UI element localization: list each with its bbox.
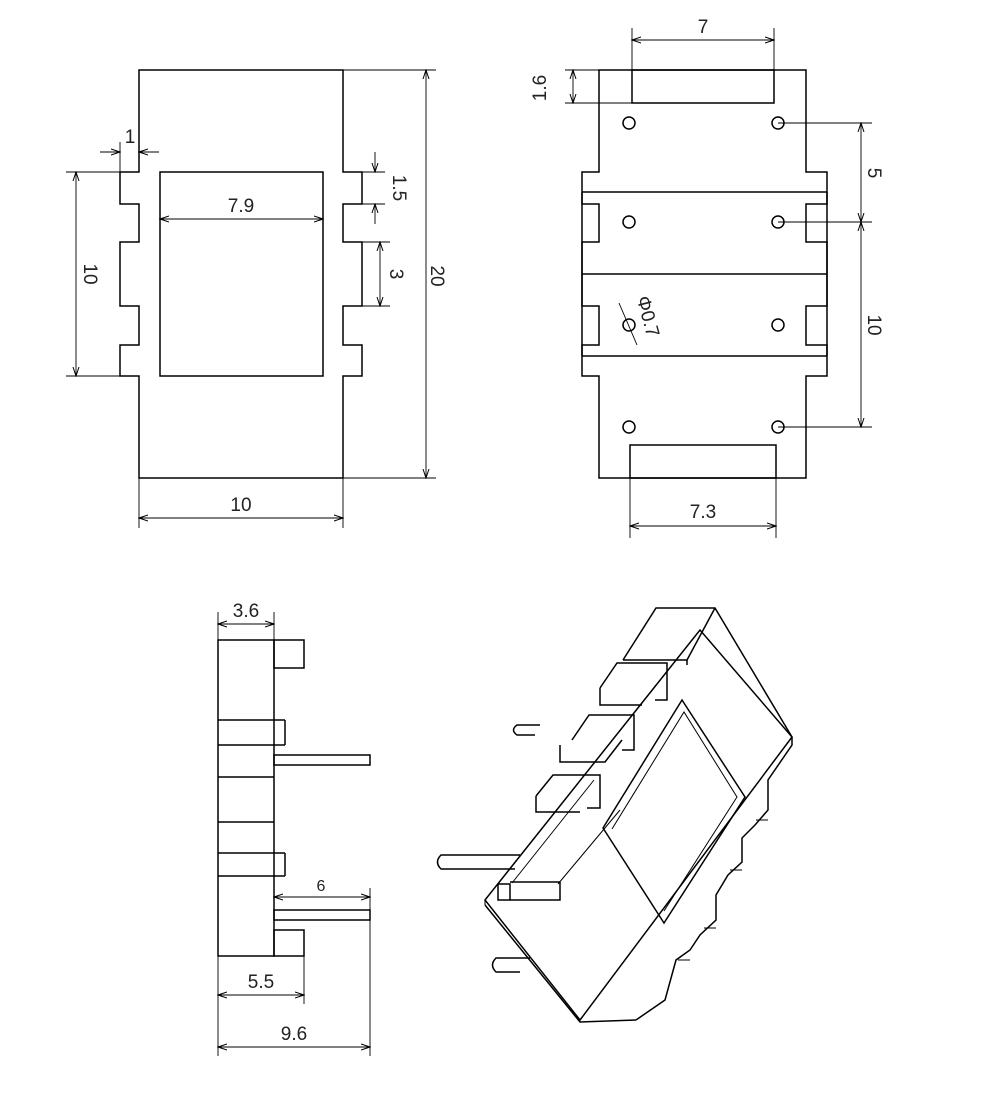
iso-window bbox=[602, 698, 746, 925]
side-pin bbox=[273, 754, 371, 766]
dim-notch-depth: 1 bbox=[125, 127, 136, 148]
dim-bottom-slot-width: 7.3 bbox=[690, 502, 716, 523]
top-view: 7 1.6 5 10 Φ0.7 7.3 bbox=[530, 17, 884, 538]
iso-pin bbox=[512, 724, 540, 736]
dim-pin-span: 10 bbox=[79, 263, 100, 284]
isometric-view bbox=[436, 607, 793, 1023]
iso-pin bbox=[436, 854, 520, 870]
dim-top-slot-width: 7 bbox=[698, 17, 709, 38]
pin-hole bbox=[622, 420, 636, 434]
dim-height: 20 bbox=[426, 265, 447, 286]
pin-hole bbox=[622, 116, 636, 130]
dim-overall-depth: 9.6 bbox=[281, 1024, 307, 1045]
dim-hole-diameter: Φ0.7 bbox=[632, 294, 663, 340]
dim-window-width: 7.9 bbox=[228, 196, 254, 217]
side-pin bbox=[273, 909, 371, 921]
dim-notch-pitch: 3 bbox=[385, 269, 406, 280]
pin-hole bbox=[622, 318, 636, 332]
dim-row-pitch: 5 bbox=[863, 168, 884, 179]
dim-pin-span-top: 10 bbox=[863, 314, 884, 335]
side-view: 3.6 6 5.5 9.6 bbox=[218, 601, 370, 1056]
dim-pin-length: 6 bbox=[317, 878, 326, 895]
front-outline bbox=[119, 69, 363, 479]
front-view: 7.9 20 10 10 1 1.5 3 bbox=[66, 70, 447, 528]
dim-body-depth: 5.5 bbox=[248, 972, 274, 993]
dim-notch-width: 1.5 bbox=[388, 175, 409, 201]
front-window bbox=[159, 171, 324, 377]
dim-width: 10 bbox=[230, 495, 251, 516]
dim-top-slot-depth: 1.6 bbox=[530, 75, 551, 101]
side-outline bbox=[217, 639, 275, 957]
pin-hole bbox=[771, 318, 785, 332]
top-slot bbox=[631, 69, 775, 104]
iso-pin bbox=[491, 957, 530, 973]
top-outline bbox=[581, 69, 828, 479]
pin-hole bbox=[622, 215, 636, 229]
dim-side-top-width: 3.6 bbox=[233, 601, 259, 622]
bottom-slot bbox=[629, 444, 777, 479]
